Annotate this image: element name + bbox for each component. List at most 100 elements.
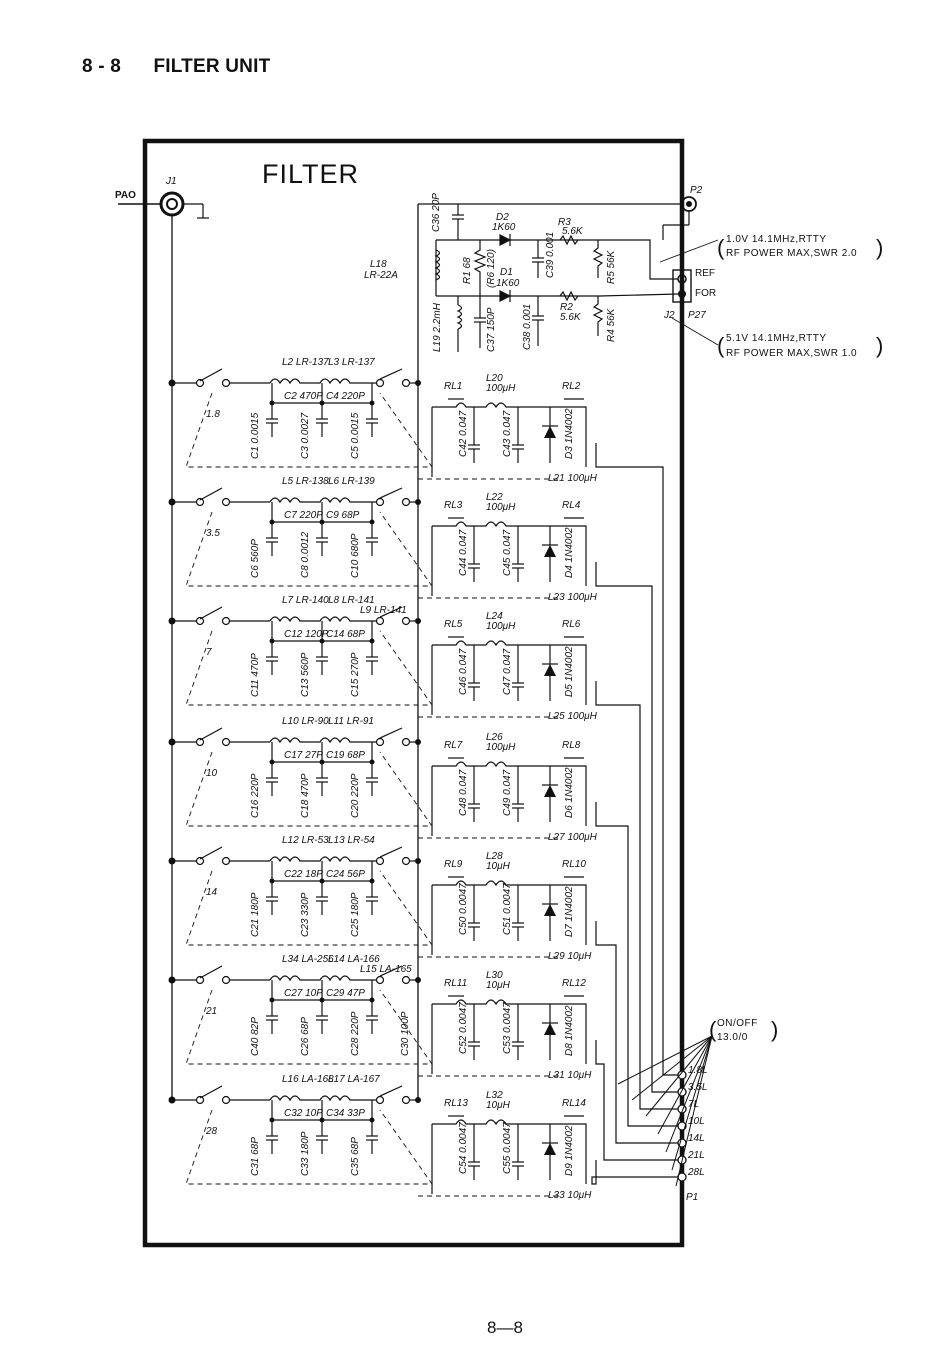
lpf-coil-label: L12 LR-53 xyxy=(282,835,329,846)
shunt-cap-label: C5 0.0015 xyxy=(350,412,361,459)
lpf-coil-label: L5 LR-138 xyxy=(282,476,329,487)
p1-pin-label: 1.8L xyxy=(688,1065,707,1076)
p1-pin-label: 28L xyxy=(687,1167,705,1178)
r5-label: R5 56K xyxy=(606,249,617,284)
series-cap-label: C32 10P xyxy=(284,1108,323,1119)
lpf-coil-label: L15 LA-165 xyxy=(360,964,412,975)
shunt-cap-label: C1 0.0015 xyxy=(250,412,261,459)
r6-label: (R6 120) xyxy=(486,249,497,288)
page-number: 8—8 xyxy=(487,1318,523,1337)
band-label: 3.5 xyxy=(206,528,220,539)
choke-label: L20 xyxy=(486,373,503,384)
l19-label: L19 2.2mH xyxy=(432,302,443,352)
diode-label: D9 1N4002 xyxy=(564,1125,575,1176)
lpf-coil-label: L14 LA-166 xyxy=(328,954,380,965)
lpf-coil-label: L3 LR-137 xyxy=(328,357,375,368)
d1-value: 1K60 xyxy=(496,278,520,289)
onoff-fan-lines xyxy=(617,1035,713,1187)
unit-title: FILTER xyxy=(262,159,359,189)
bottom-choke-label: L31 10μH xyxy=(548,1070,592,1081)
j2-label: J2 xyxy=(663,310,675,321)
series-cap-label: C14 68P xyxy=(326,629,365,640)
shunt-cap-label: C30 100P xyxy=(400,1011,411,1056)
band-label: 14 xyxy=(206,887,218,898)
choke-value: 100μH xyxy=(486,621,516,632)
relay-label: RL5 xyxy=(444,619,463,630)
shunt-cap-label: C26 68P xyxy=(300,1017,311,1056)
series-cap-label: C9 68P xyxy=(326,510,360,521)
shunt-cap-label: C28 220P xyxy=(350,1011,361,1056)
series-cap-label: C17 27P xyxy=(284,750,323,761)
shunt-cap-label: C10 680P xyxy=(350,533,361,578)
choke-value: 100μH xyxy=(486,502,516,513)
relay-label: RL6 xyxy=(562,619,581,630)
choke-value: 10μH xyxy=(486,1100,511,1111)
lpf-coil-label: L2 LR-137 xyxy=(282,357,329,368)
series-cap-label: C24 56P xyxy=(326,869,365,880)
shunt-cap-label: C8 0.0012 xyxy=(300,531,311,578)
choke-value: 100μH xyxy=(486,383,516,394)
choke-label: L22 xyxy=(486,492,503,503)
lpf-coil-label: L8 LR-141 xyxy=(328,595,375,606)
l18-value: LR-22A xyxy=(364,270,398,281)
p2-connector xyxy=(640,196,697,240)
lpf-coil-label: L13 LR-54 xyxy=(328,835,375,846)
c36-label: C36 20P xyxy=(431,193,442,232)
p1-pin-label: 7L xyxy=(688,1099,699,1110)
choke-label: L28 xyxy=(486,851,503,862)
shunt-cap-label: C13 560P xyxy=(300,652,311,697)
c38-label: C38 0.001 xyxy=(522,304,533,350)
relay-label: RL8 xyxy=(562,740,581,751)
shunt-cap-label: C11 470P xyxy=(250,653,261,697)
shunt-cap-label: C16 220P xyxy=(250,773,261,818)
p1-pin-label: 3.5L xyxy=(688,1082,707,1093)
bottom-choke-label: L27 100μH xyxy=(548,832,598,843)
ref-label: REF xyxy=(695,268,715,279)
for-note-bracket: ( xyxy=(717,333,725,358)
shunt-cap-label: C18 470P xyxy=(300,773,311,818)
shunt-cap-label: C40 82P xyxy=(250,1017,261,1056)
diode-label: D4 1N4002 xyxy=(564,527,575,578)
relay-label: RL4 xyxy=(562,500,581,511)
series-cap-label: C27 10P xyxy=(284,988,323,999)
relay-label: RL7 xyxy=(444,740,463,751)
choke-value: 100μH xyxy=(486,742,516,753)
bypass-cap-label: C54 0.0047 xyxy=(458,1122,469,1174)
band-label: 7 xyxy=(206,647,212,658)
bypass-cap-label: C42 0.047 xyxy=(458,410,469,457)
band-label: 10 xyxy=(206,768,218,779)
pao-label: PAO xyxy=(115,190,136,201)
diode-label: D7 1N4002 xyxy=(564,886,575,937)
band-label: 28 xyxy=(205,1126,218,1137)
r2-label: R2 xyxy=(560,302,573,313)
choke-value: 10μH xyxy=(486,980,511,991)
r4-label: R4 56K xyxy=(606,307,617,342)
lpf-coil-label: L34 LA-256 xyxy=(282,954,334,965)
bypass-cap-label: C55 0.0047 xyxy=(502,1122,513,1174)
relay-label: RL12 xyxy=(562,978,586,989)
onoff-bracket-close: ) xyxy=(771,1017,778,1042)
series-cap-label: C4 220P xyxy=(326,391,365,402)
shunt-cap-label: C35 68P xyxy=(350,1137,361,1176)
series-cap-label: C2 470P xyxy=(284,391,323,402)
relay-label: RL13 xyxy=(444,1098,468,1109)
bypass-cap-label: C49 0.047 xyxy=(502,769,513,816)
shunt-cap-label: C21 180P xyxy=(250,892,261,937)
bottom-choke-label: L21 100μH xyxy=(548,473,598,484)
d2-value: 1K60 xyxy=(492,222,516,233)
series-cap-label: C22 18P xyxy=(284,869,323,880)
relay-label: RL3 xyxy=(444,500,463,511)
for-note-line2: RF POWER MAX,SWR 1.0 xyxy=(726,348,857,359)
ref-note-bracket: ( xyxy=(717,235,725,260)
p1-pin-label: 14L xyxy=(688,1133,705,1144)
r2-value: 5.6K xyxy=(560,312,582,323)
diode-label: D5 1N4002 xyxy=(564,646,575,697)
j1-label: J1 xyxy=(165,176,177,187)
